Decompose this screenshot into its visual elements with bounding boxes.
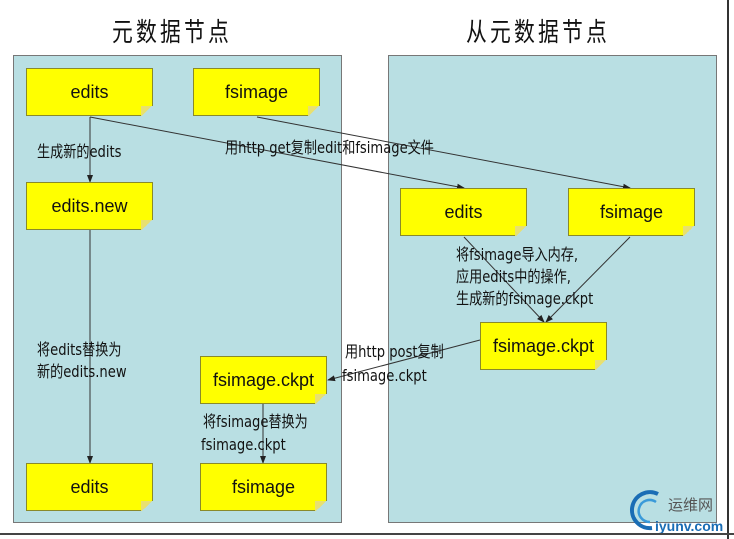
watermark-cn: 运维网 [668,496,714,514]
arrow-fsimage-merge [545,236,631,323]
arrow-edits-get [89,116,465,190]
primary-namenode-title: 元数据节点 [112,18,233,48]
primary-edits-final-node: edits [26,463,153,511]
label-gen-edits: 生成新的edits [37,142,122,161]
label-replace-fsimage-2: fsimage.ckpt [201,435,286,454]
arrow-edits-merge [463,236,545,323]
primary-ckpt-node: fsimage.ckpt [200,356,327,404]
secondary-namenode-title: 从元数据节点 [466,18,611,48]
label-http-post-1: 用http post复制 [345,342,444,361]
label-replace-fsimage-1: 将fsimage替换为 [203,412,308,431]
label-replace-edits-2: 新的edits.new [37,362,127,381]
label-http-get: 用http get复制edit和fsimage文件 [225,138,434,157]
watermark-logo-icon [630,490,659,531]
label-http-post-2: fsimage.ckpt [342,366,427,385]
arrow-ckpt-post [327,339,481,382]
secondary-edits-node: edits [400,188,527,236]
label-merge-2: 应用edits中的操作, [456,267,571,286]
primary-fsimage-node: fsimage [193,68,320,116]
watermark-en: iyunv.com [655,518,724,534]
label-merge-3: 生成新的fsimage.ckpt [456,289,594,308]
secondary-ckpt-node: fsimage.ckpt [480,322,607,370]
secondary-fsimage-node: fsimage [568,188,695,236]
frame-bottom-border [0,533,734,535]
label-replace-edits-1: 将edits替换为 [37,340,122,359]
primary-namenode-panel [13,55,342,523]
primary-edits-new-node: edits.new [26,182,153,230]
secondary-namenode-panel [388,55,717,523]
arrow-fsimage-get [256,116,631,190]
primary-fsimage-final-node: fsimage [200,463,327,511]
frame-right-border [727,0,729,539]
label-merge-1: 将fsimage导入内存, [456,245,579,264]
primary-edits-node: edits [26,68,153,116]
